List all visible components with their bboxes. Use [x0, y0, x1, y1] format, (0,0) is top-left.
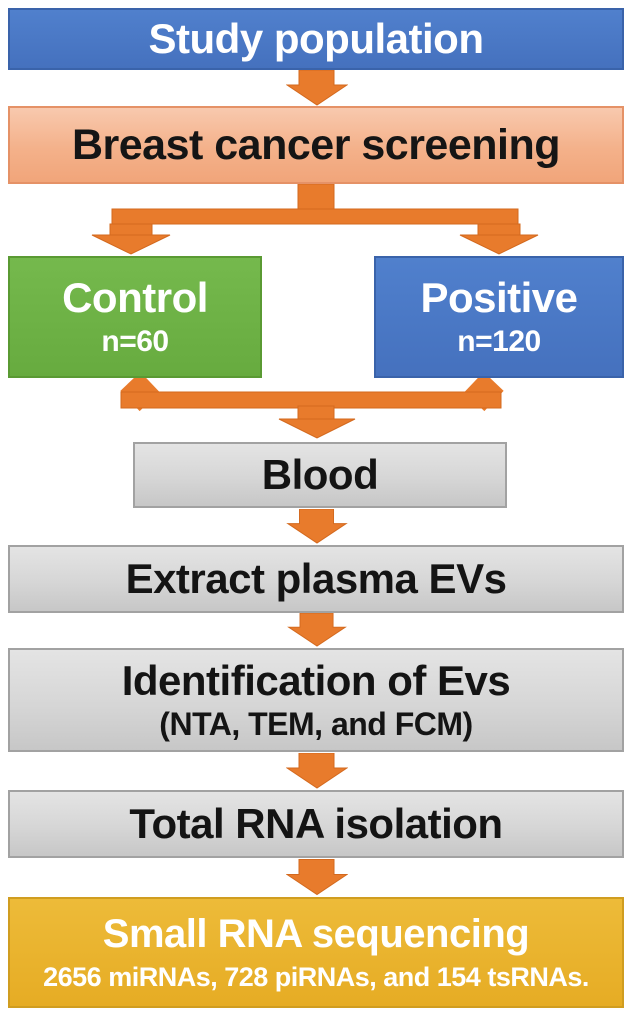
blood-label: Blood [261, 451, 379, 499]
small-rna-sequencing-box: Small RNA sequencing 2656 miRNAs, 728 pi… [8, 897, 624, 1008]
positive-group-box: Positive n=120 [374, 256, 624, 378]
total-rna-isolation-box: Total RNA isolation [8, 790, 624, 858]
identification-evs-box: Identification of Evs (NTA, TEM, and FCM… [8, 648, 624, 752]
arrow-down-icon [286, 509, 348, 544]
control-label: Control [62, 274, 208, 322]
arrow-down-icon [287, 613, 347, 647]
split-connector-icon [91, 184, 539, 255]
merge-connector-icon [120, 378, 504, 439]
arrow-down-icon [286, 859, 348, 896]
identification-evs-label: Identification of Evs [121, 657, 511, 705]
arrow-down-icon [286, 70, 348, 106]
blood-box: Blood [133, 442, 507, 508]
study-population-box: Study population [8, 8, 624, 70]
positive-n-label: n=120 [457, 325, 541, 359]
breast-cancer-screening-label: Breast cancer screening [71, 120, 561, 169]
extract-plasma-evs-label: Extract plasma EVs [125, 555, 507, 603]
arrow-down-icon [286, 753, 348, 789]
identification-methods-label: (NTA, TEM, and FCM) [159, 706, 473, 743]
total-rna-isolation-label: Total RNA isolation [129, 800, 503, 848]
study-population-label: Study population [148, 15, 484, 63]
positive-label: Positive [420, 274, 578, 322]
small-rna-sequencing-label: Small RNA sequencing [102, 911, 530, 956]
control-group-box: Control n=60 [8, 256, 262, 378]
rna-counts-label: 2656 miRNAs, 728 piRNAs, and 154 tsRNAs. [43, 962, 589, 993]
breast-cancer-screening-box: Breast cancer screening [8, 106, 624, 184]
extract-plasma-evs-box: Extract plasma EVs [8, 545, 624, 613]
control-n-label: n=60 [101, 325, 169, 359]
